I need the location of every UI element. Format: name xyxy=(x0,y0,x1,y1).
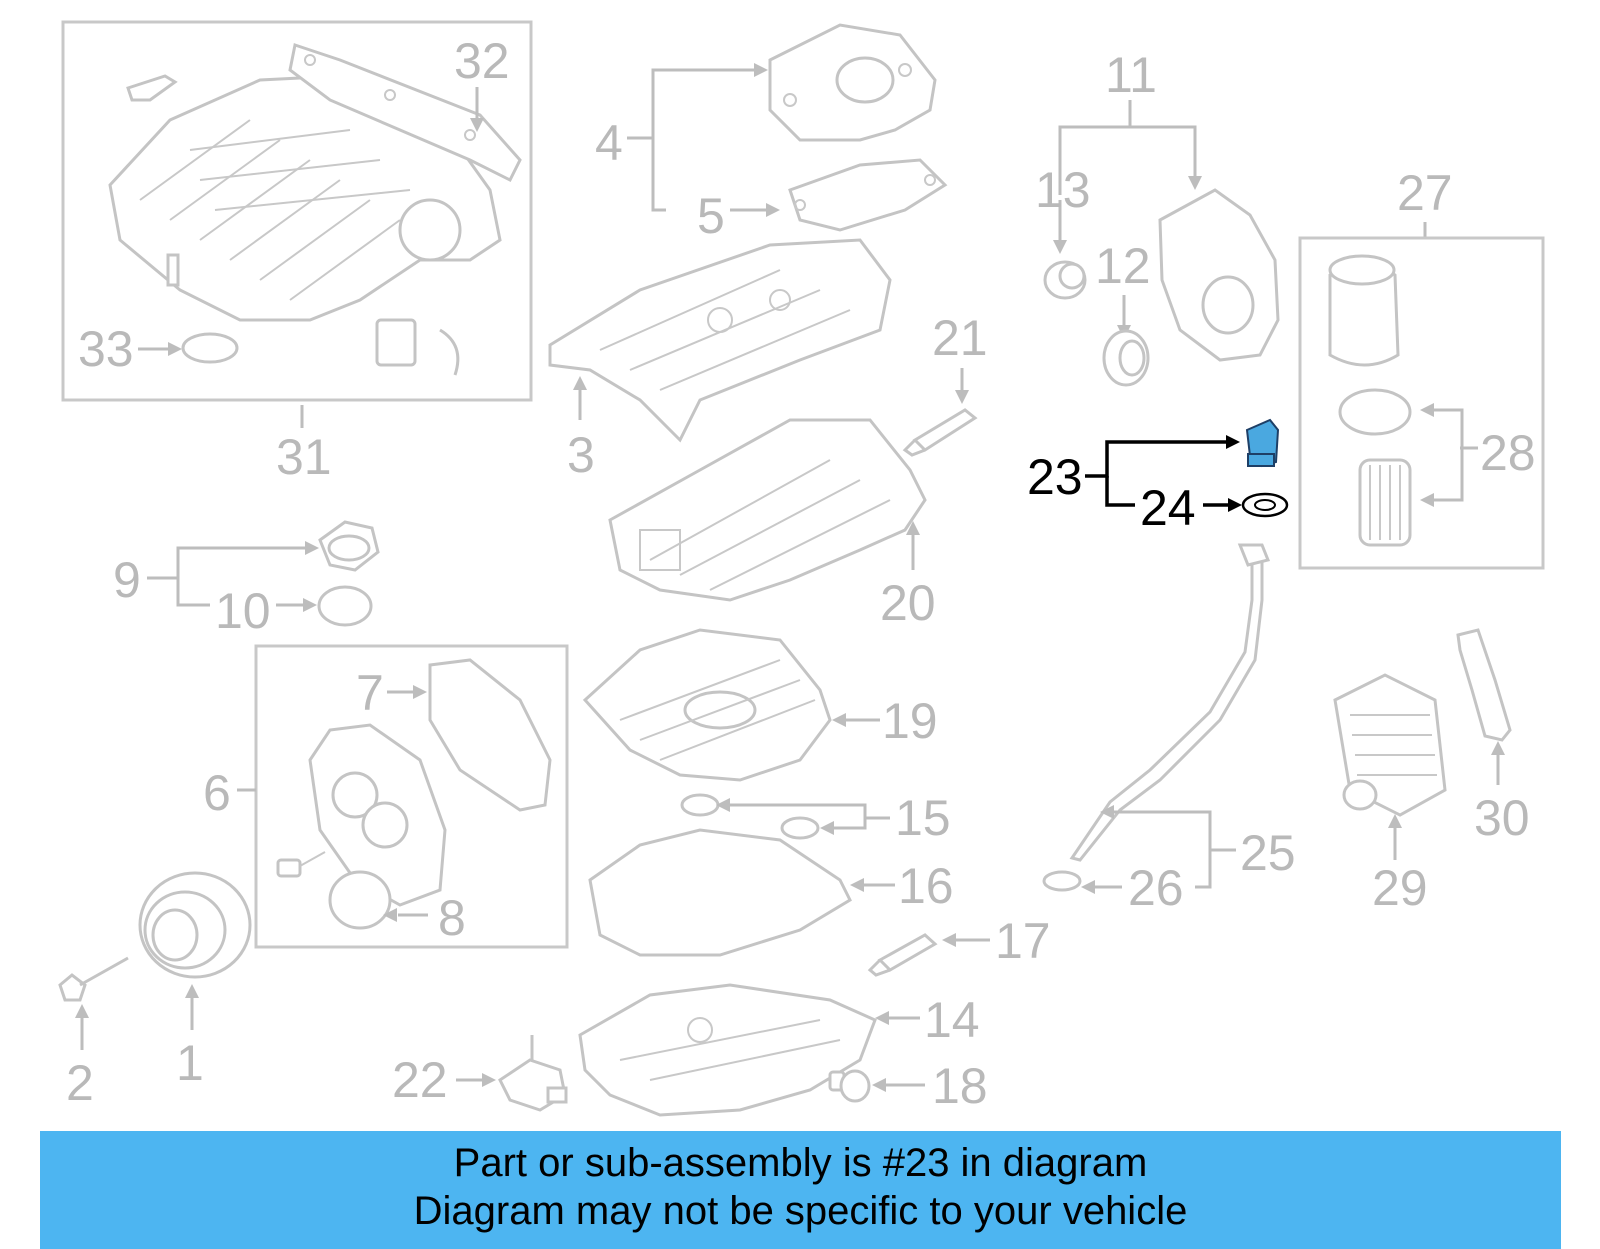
callout-25: 25 xyxy=(1240,825,1296,881)
oil-level-sensor-part[interactable] xyxy=(498,1035,568,1112)
front-cover-plug-part[interactable] xyxy=(1043,260,1087,300)
dipstick-seal-part[interactable] xyxy=(1042,870,1082,892)
callout-5: 5 xyxy=(697,188,725,244)
intake-manifold-part[interactable] xyxy=(108,73,502,322)
callout-11: 11 xyxy=(1105,47,1157,103)
callout-1: 1 xyxy=(176,1035,204,1091)
oil-pan-part[interactable] xyxy=(578,983,877,1117)
callout-21: 21 xyxy=(932,310,988,366)
filler-cap-part[interactable] xyxy=(318,520,380,572)
callout-2: 2 xyxy=(66,1055,94,1111)
dipstick-tube-part[interactable] xyxy=(1069,543,1271,862)
oil-filter-element-part[interactable] xyxy=(1358,458,1412,547)
timing-cover-part[interactable] xyxy=(308,723,447,907)
callout-3: 3 xyxy=(567,427,595,483)
timing-cover-gasket-part[interactable] xyxy=(428,658,552,812)
oil-cooler-part[interactable] xyxy=(1333,673,1447,817)
oil-filter-seal-part[interactable] xyxy=(1338,388,1412,436)
intake-seal-ring-part[interactable] xyxy=(181,332,239,364)
sealant-tube-part[interactable] xyxy=(902,408,978,457)
callout-20: 20 xyxy=(880,575,936,631)
timing-cover-group-box xyxy=(254,644,569,949)
callout-7: 7 xyxy=(356,665,384,721)
callout-26: 26 xyxy=(1128,860,1184,916)
housing-gasket-part[interactable] xyxy=(788,158,948,232)
cover-bolt-part[interactable] xyxy=(276,851,326,878)
callout-22: 22 xyxy=(392,1052,448,1108)
oil-filter-group-box xyxy=(1298,236,1545,570)
callout-14: 14 xyxy=(924,992,980,1048)
callout-24: 24 xyxy=(1140,480,1196,536)
callout-17: 17 xyxy=(995,913,1051,969)
callout-15: 15 xyxy=(895,790,951,846)
housing-cover-part[interactable] xyxy=(768,23,937,142)
callout-8: 8 xyxy=(438,890,466,946)
o-ring-a-part[interactable] xyxy=(680,793,720,817)
callout-30: 30 xyxy=(1474,790,1530,846)
callout-33: 33 xyxy=(78,321,134,377)
intake-manifold-group-box xyxy=(61,20,533,402)
drain-plug-part[interactable] xyxy=(828,1069,871,1103)
cover-seal-part[interactable] xyxy=(328,870,392,930)
highlighted-seal-part[interactable] xyxy=(1241,492,1289,518)
oil-filter-housing-part[interactable] xyxy=(1328,254,1400,367)
callout-13: 13 xyxy=(1035,162,1091,218)
callout-31: 31 xyxy=(276,429,332,485)
banner-line-1: Part or sub-assembly is #23 in diagram xyxy=(453,1141,1148,1185)
callout-12: 12 xyxy=(1095,238,1151,294)
ladder-frame-part[interactable] xyxy=(608,418,927,602)
callout-10: 10 xyxy=(215,583,271,639)
small-bracket-part[interactable] xyxy=(126,74,178,102)
callout-32: 32 xyxy=(454,33,510,89)
cooler-gasket-part[interactable] xyxy=(1456,628,1512,742)
intake-manifold-gasket-part[interactable] xyxy=(288,43,522,183)
callout-19: 19 xyxy=(882,693,938,749)
front-cover-seal-part[interactable] xyxy=(1102,329,1150,387)
callout-4: 4 xyxy=(595,115,623,171)
baffle-plate-part[interactable] xyxy=(582,628,832,782)
highlighted-sensor-part[interactable] xyxy=(1245,418,1280,468)
valve-cover-part[interactable] xyxy=(548,238,892,443)
callout-27: 27 xyxy=(1397,165,1453,221)
o-ring-b-part[interactable] xyxy=(780,816,820,840)
crankshaft-pulley-part[interactable] xyxy=(138,871,252,979)
pulley-bolt-part[interactable] xyxy=(58,956,129,1002)
callout-6: 6 xyxy=(203,765,231,821)
callout-18: 18 xyxy=(932,1058,988,1114)
sealant-tube-b-part[interactable] xyxy=(867,933,938,977)
banner-line-2: Diagram may not be specific to your vehi… xyxy=(413,1189,1188,1233)
oil-pan-gasket-part[interactable] xyxy=(588,828,852,957)
front-cover-part[interactable] xyxy=(1158,188,1280,362)
info-banner: Part or sub-assembly is #23 in diagram D… xyxy=(40,1131,1561,1249)
valve-connector-part[interactable] xyxy=(375,318,460,376)
callout-9: 9 xyxy=(113,552,141,608)
callout-28: 28 xyxy=(1480,425,1536,481)
callout-16: 16 xyxy=(898,858,954,914)
callout-23: 23 xyxy=(1027,449,1083,505)
filler-cap-seal-part[interactable] xyxy=(317,585,373,627)
callout-29: 29 xyxy=(1372,860,1428,916)
